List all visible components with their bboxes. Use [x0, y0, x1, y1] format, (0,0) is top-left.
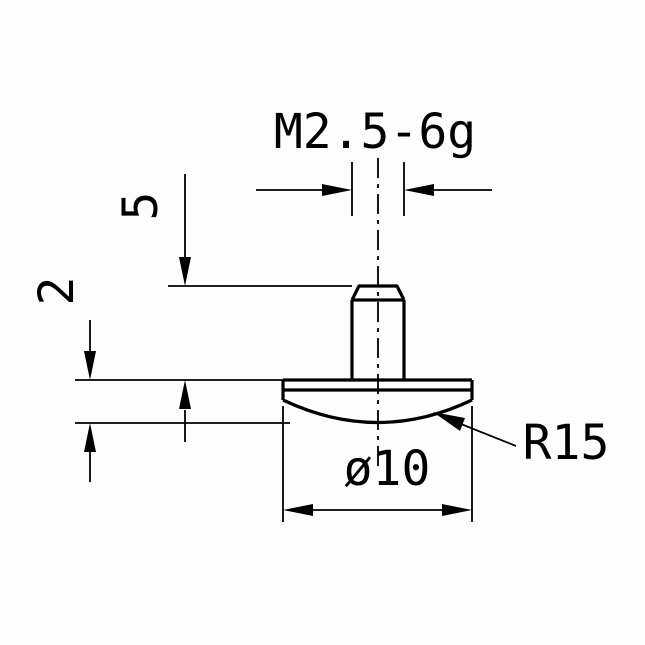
arrow-right-icon: [442, 504, 472, 516]
arrow-down-icon: [84, 351, 96, 380]
radius-leader-line: [460, 423, 517, 447]
thread-top-chamfer: [350, 284, 406, 301]
arrow-up-icon: [84, 423, 96, 452]
dimension-stem-length: [168, 174, 352, 442]
flange-outline: [281, 378, 474, 425]
arrow-left-icon: [404, 184, 434, 196]
thread-stud-outline: [350, 284, 406, 380]
dimension-diameter: [282, 406, 473, 522]
diameter-label: ø10: [344, 441, 431, 497]
arrow-up-left-icon: [433, 412, 465, 431]
arrow-left-icon: [283, 504, 313, 516]
flange-thickness-label: 2: [29, 277, 85, 306]
arrow-up-icon: [179, 380, 191, 409]
dimension-thread-spec: [256, 162, 492, 216]
flange-curved-face: [282, 398, 473, 425]
dimension-radius-leader: [433, 412, 517, 447]
dimension-flange-thickness: [75, 320, 290, 482]
thread-spec-label: M2.5-6g: [274, 104, 476, 160]
arrow-down-icon: [179, 257, 191, 286]
stem-length-label: 5: [113, 192, 169, 221]
radius-label: R15: [523, 415, 610, 471]
arrow-right-icon: [322, 184, 352, 196]
